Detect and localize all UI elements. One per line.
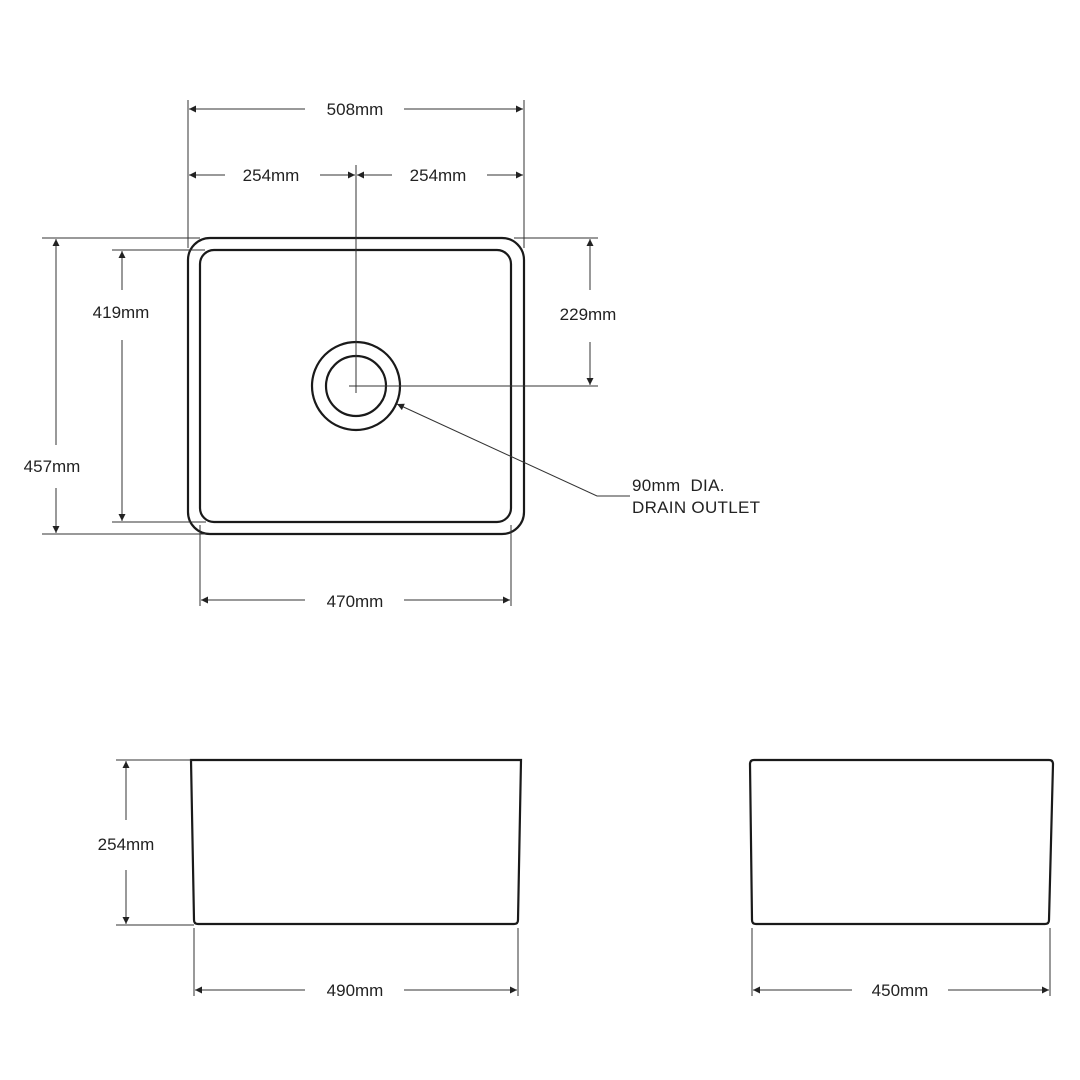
dim-outer-depth: 457mm [24,457,81,476]
dim-height: 254mm [98,835,155,854]
dim-side-base-width: 450mm [872,981,929,1000]
dim-left-to-drain: 254mm [243,166,300,185]
side-view: 450mm [748,758,1055,1000]
dim-top-to-drain: 229mm [560,305,617,324]
drain-note-label: DRAIN OUTLET [632,498,760,517]
dim-right-to-drain: 254mm [410,166,467,185]
dim-front-base-width: 490mm [327,981,384,1000]
drain-leader-line [396,403,630,497]
front-view-outline [189,758,523,926]
side-view-outline [748,758,1055,926]
front-view: 254mm 490mm [98,758,523,1000]
dim-inner-width: 470mm [327,592,384,611]
drain-note-diameter: 90mm DIA. [632,476,725,495]
top-view: 508mm 254mm 254mm 457mm 419mm 229mm 470m… [24,100,760,611]
dim-inner-depth: 419mm [93,303,150,322]
dim-overall-width: 508mm [327,100,384,119]
